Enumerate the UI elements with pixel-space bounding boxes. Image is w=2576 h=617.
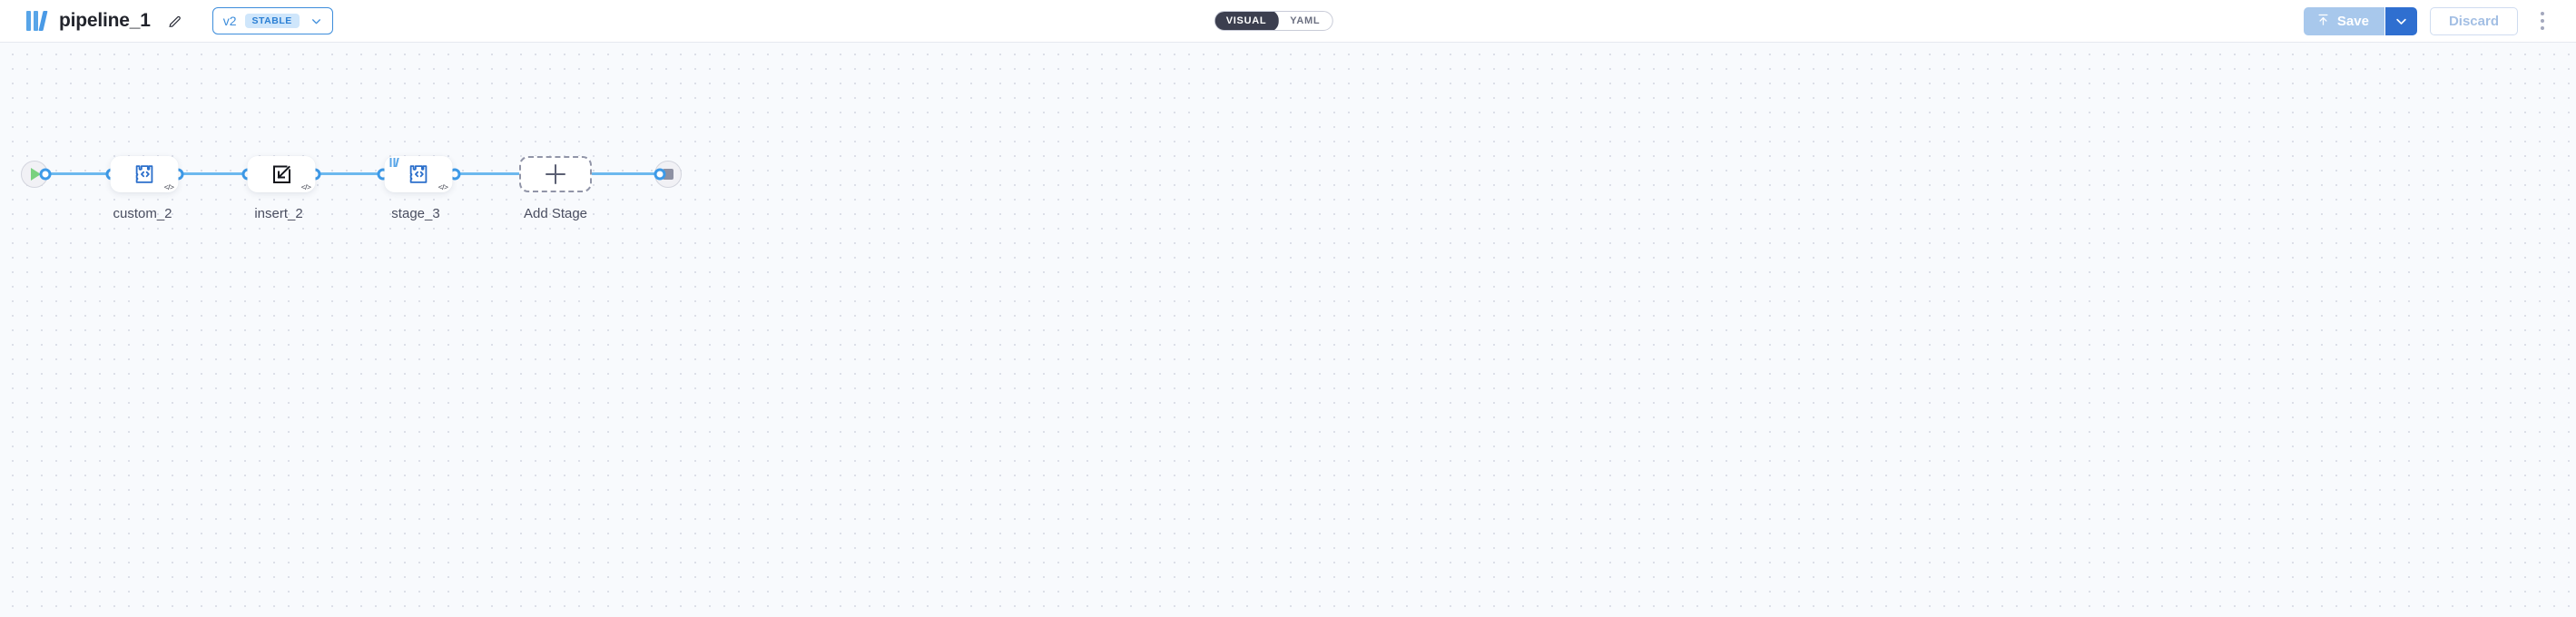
edge-start-to-custom2	[45, 172, 112, 175]
header-left-group: pipeline_1 v2 STABLE	[0, 7, 333, 34]
chevron-down-icon[interactable]	[308, 15, 325, 27]
discard-button-label: Discard	[2448, 13, 2499, 29]
plus-icon	[546, 164, 565, 184]
version-label: v2	[222, 14, 237, 28]
add-stage-label: Add Stage	[523, 206, 588, 221]
status-badge: STABLE	[244, 13, 300, 29]
pipeline-end-node[interactable]	[654, 161, 682, 188]
stage-node-stage_3[interactable]: </>	[384, 156, 453, 192]
stage-label-stage_3: stage_3	[391, 206, 440, 221]
tab-visual[interactable]: VISUAL	[1214, 12, 1279, 30]
library-bars-logo-icon	[25, 11, 49, 31]
save-dropdown-button[interactable]	[2384, 6, 2417, 35]
version-selector[interactable]: v2 STABLE	[211, 7, 333, 34]
view-mode-toggle[interactable]: VISUAL YAML	[1214, 11, 1333, 31]
code-badge: </>	[300, 181, 311, 191]
save-button[interactable]: Save	[2303, 6, 2384, 35]
puzzle-code-icon	[133, 162, 157, 187]
chevron-down-icon	[2396, 18, 2406, 24]
stage-node-custom_2[interactable]: </>	[110, 156, 179, 192]
edge-insert2-to-stage3	[315, 172, 383, 175]
pipeline-canvas[interactable]: </> custom_2 </> insert_2 </> stage_3	[0, 43, 2576, 617]
page-title: pipeline_1	[59, 10, 151, 31]
tab-yaml[interactable]: YAML	[1290, 15, 1321, 26]
library-bars-logo-icon	[389, 158, 400, 167]
stage-label-custom_2: custom_2	[113, 206, 172, 221]
edge-addstage-to-end	[591, 172, 664, 175]
edge-stage3-to-addstage	[451, 172, 520, 175]
edge-custom2-to-insert2	[178, 172, 248, 175]
discard-button[interactable]: Discard	[2429, 6, 2518, 35]
play-icon	[31, 168, 41, 181]
insert-arrow-icon	[269, 162, 294, 187]
more-vertical-icon[interactable]	[2527, 5, 2558, 36]
puzzle-code-icon	[407, 162, 431, 187]
code-badge: </>	[438, 181, 448, 191]
upload-arrow-icon	[2316, 13, 2330, 30]
save-button-group: Save	[2303, 6, 2417, 35]
stage-node-insert_2[interactable]: </>	[247, 156, 316, 192]
add-stage-button[interactable]	[519, 156, 592, 192]
header-actions-group: Save Discard	[2303, 5, 2558, 36]
save-button-label: Save	[2336, 13, 2369, 29]
pencil-icon[interactable]	[165, 11, 185, 31]
app-header: pipeline_1 v2 STABLE VISUAL YAML	[0, 0, 2576, 43]
stage-label-insert_2: insert_2	[254, 206, 303, 221]
port-start-output[interactable]	[39, 168, 52, 181]
port-end-input[interactable]	[654, 168, 666, 181]
code-badge: </>	[163, 181, 174, 191]
